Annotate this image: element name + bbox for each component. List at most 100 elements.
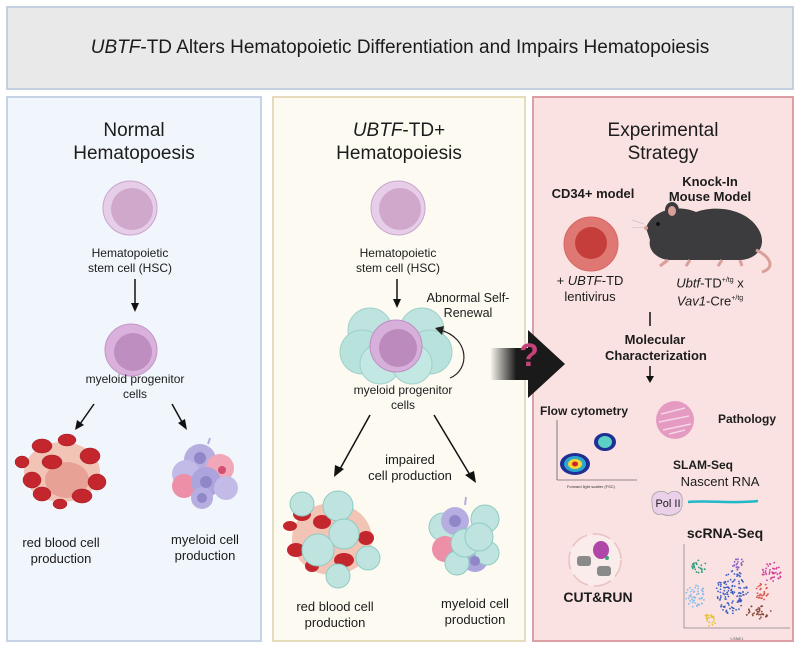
label-line: myeloid cell — [441, 596, 509, 611]
tsne-point — [693, 565, 696, 568]
tsne-point — [697, 585, 700, 588]
tsne-point — [740, 563, 743, 566]
title-line: Strategy — [627, 143, 699, 164]
tsne-point — [733, 578, 736, 581]
tsne-point — [773, 572, 776, 575]
tsne-point — [726, 586, 729, 589]
tsne-point — [768, 572, 771, 575]
down-arrow-icon — [131, 279, 139, 312]
label-line: cell production — [368, 468, 452, 483]
tsne-point — [756, 592, 759, 595]
hsc-label: Hematopoietic stem cell (HSC) — [318, 246, 478, 276]
tsne-point — [698, 604, 701, 606]
tsne-point — [688, 594, 691, 597]
tsne-point — [725, 610, 728, 613]
tsne-point — [727, 595, 730, 598]
tsne-point — [760, 605, 762, 608]
label-line: cells — [122, 387, 147, 401]
pol-ii-icon — [651, 490, 759, 516]
tsne-point — [750, 605, 753, 608]
flow-cytometry-plot-icon: Forward light scatter (FSC) — [556, 420, 637, 489]
label-line: stem cell (HSC) — [87, 261, 172, 275]
tsne-point — [727, 573, 730, 576]
tsne-point — [760, 610, 763, 613]
tsne-point — [767, 565, 770, 567]
tsne-point — [730, 570, 733, 573]
cd34-model-label: CD34+ model — [551, 186, 635, 201]
tsne-point — [765, 567, 768, 570]
tsne-point — [689, 586, 691, 589]
cut-and-run-icon — [568, 533, 622, 587]
normal-panel-title: Normal Hematopoesis — [6, 119, 262, 165]
tsne-point — [764, 583, 767, 586]
label-line: Characterization — [605, 348, 707, 363]
tsne-point — [723, 593, 726, 596]
tsne-point — [760, 583, 762, 586]
tsne-point — [691, 605, 694, 608]
tsne-point — [706, 616, 709, 619]
tsne-point — [737, 558, 739, 561]
label-line: red blood cell — [22, 535, 100, 550]
tsne-point — [751, 614, 754, 617]
tsne-point — [748, 610, 751, 613]
pathology-tissue-icon — [656, 401, 694, 439]
tsne-point — [717, 590, 719, 593]
tsne-point — [724, 580, 727, 583]
tsne-point — [763, 598, 766, 601]
tsne-point — [745, 593, 748, 595]
tsne-point — [703, 568, 706, 571]
tsne-point — [719, 591, 722, 594]
tsne-point — [762, 571, 765, 574]
hsc-label: Hematopoietic stem cell (HSC) — [50, 246, 210, 276]
tsne-plot-icon: t-SNE1 — [683, 544, 790, 641]
tsne-point — [726, 612, 729, 615]
tsne-point — [764, 615, 767, 618]
tsne-point — [759, 588, 762, 591]
tsne-point — [756, 608, 759, 611]
tsne-point — [732, 565, 734, 567]
tsne-point — [699, 597, 701, 600]
tsne-point — [686, 588, 689, 591]
title-line: Hematopoiesis — [336, 143, 462, 164]
connector-line — [649, 312, 651, 326]
scrna-seq-label: scRNA-Seq — [686, 525, 764, 541]
title-line: Hematopoesis — [73, 143, 195, 164]
tsne-point — [773, 576, 776, 578]
tsne-point — [738, 580, 740, 583]
myeloid-production-label: myeloid cell production — [150, 532, 260, 564]
tsne-point — [691, 588, 694, 591]
tsne-point — [690, 595, 692, 598]
tsne-point — [707, 614, 710, 617]
tsne-point — [731, 600, 734, 603]
pathology-label: Pathology — [717, 412, 776, 426]
tsne-point — [760, 616, 762, 619]
impaired-myeloid-cluster-icon — [428, 496, 500, 576]
label-line: Mouse Model — [668, 189, 752, 204]
tsne-point — [730, 606, 733, 609]
impaired-rbc-cluster-icon — [283, 490, 381, 589]
tsne-point — [737, 560, 739, 563]
tsne-point — [711, 615, 713, 618]
tsne-point — [763, 590, 766, 593]
tsne-point — [736, 568, 739, 571]
tsne-point — [757, 594, 759, 597]
caption-sup: +/tg — [731, 295, 744, 303]
tsne-point — [771, 576, 774, 579]
mouse-icon — [631, 202, 772, 274]
tsne-point — [755, 613, 758, 616]
tsne-point — [702, 587, 705, 590]
tsne-point — [733, 591, 736, 594]
label-line: cells — [390, 398, 415, 412]
molecular-characterization-label: Molecular Characterization — [605, 332, 707, 364]
tsne-point — [691, 565, 693, 568]
tsne-point — [708, 624, 710, 627]
tsne-point — [719, 599, 721, 601]
tsne-point — [770, 577, 773, 579]
label-line: impaired — [385, 452, 435, 467]
rbc-production-label: red blood cell production — [280, 599, 390, 631]
tsne-point — [697, 559, 700, 562]
tsne-point — [773, 561, 776, 564]
tsne-point — [736, 562, 739, 565]
tsne-point — [736, 573, 738, 576]
tsne-point — [723, 606, 726, 609]
